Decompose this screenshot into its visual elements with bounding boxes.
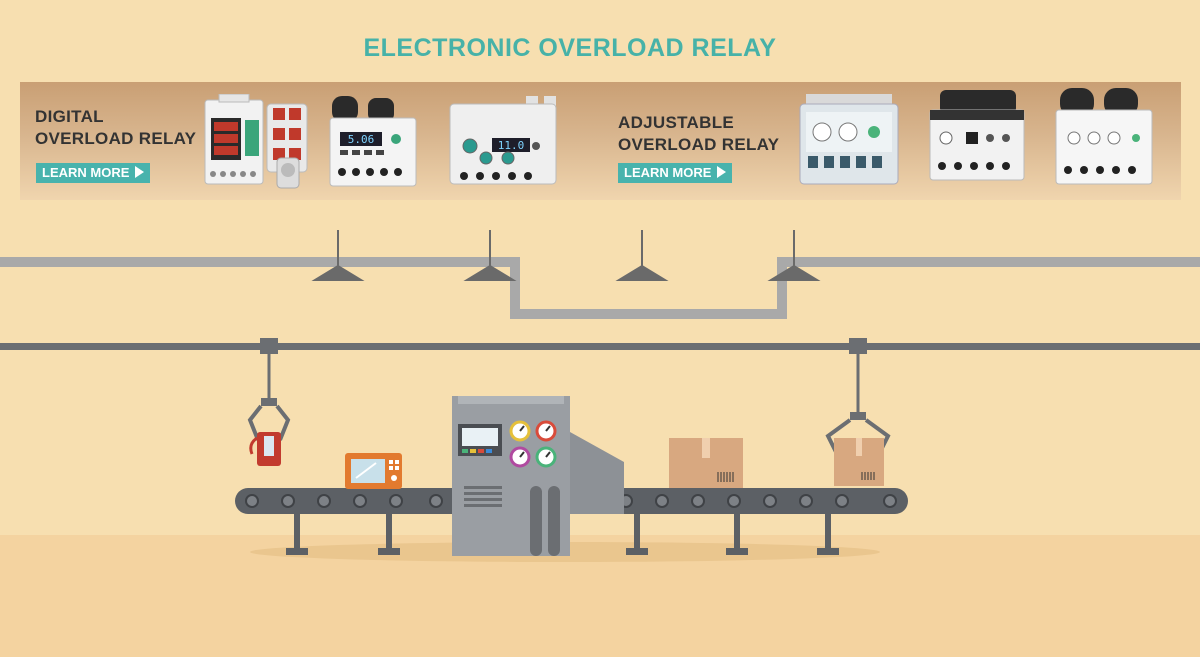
arrow-right-icon bbox=[717, 166, 727, 178]
adjustable-heading-line2: OVERLOAD RELAY bbox=[618, 135, 780, 154]
gauge-icon bbox=[509, 446, 531, 468]
gauge-icon bbox=[509, 420, 531, 442]
adjustable-learn-more-label: LEARN MORE bbox=[624, 165, 712, 180]
processing-machine bbox=[452, 396, 624, 556]
box-icon bbox=[834, 438, 884, 486]
gauge-icon bbox=[535, 420, 557, 442]
microwave-icon bbox=[345, 453, 402, 489]
claw-icon bbox=[247, 354, 291, 441]
adjustable-learn-more-button[interactable]: LEARN MORE bbox=[618, 163, 733, 183]
relay-adjustable-white[interactable] bbox=[1054, 88, 1158, 186]
overhead-rail bbox=[0, 343, 1200, 350]
ceiling-lamps bbox=[311, 230, 821, 281]
claw-icon bbox=[825, 354, 891, 453]
relay-digital-lcd[interactable]: 5.06 bbox=[328, 96, 420, 188]
page-title: ELECTRONIC OVERLOAD RELAY bbox=[363, 34, 777, 62]
adjustable-heading-line1: ADJUSTABLE bbox=[618, 113, 735, 132]
factory-conveyor-scene bbox=[0, 230, 1200, 562]
relay-digital-with-ct[interactable] bbox=[203, 94, 313, 194]
digital-heading-line2: OVERLOAD RELAY bbox=[35, 129, 197, 148]
adjustable-relay-heading[interactable]: ADJUSTABLE OVERLOAD RELAY bbox=[618, 112, 779, 156]
relay-digital-dial[interactable]: 11.0 bbox=[448, 96, 560, 186]
digital-learn-more-label: LEARN MORE bbox=[42, 165, 130, 180]
box-icon bbox=[669, 438, 743, 488]
gauge-icon bbox=[535, 446, 557, 468]
digital-heading-line1: DIGITAL bbox=[35, 107, 104, 126]
arrow-right-icon bbox=[135, 166, 145, 178]
relay-display-text: 11.0 bbox=[498, 139, 525, 152]
relay-adjustable-black[interactable] bbox=[926, 90, 1028, 182]
relay-adjustable-dials[interactable] bbox=[798, 94, 900, 186]
kettle-icon bbox=[249, 432, 281, 466]
digital-relay-heading[interactable]: DIGITAL OVERLOAD RELAY bbox=[35, 106, 196, 150]
overhead-pipe bbox=[0, 257, 1200, 319]
digital-learn-more-button[interactable]: LEARN MORE bbox=[36, 163, 151, 183]
relay-display-text: 5.06 bbox=[348, 133, 375, 146]
product-banner: DIGITAL OVERLOAD RELAY LEARN MORE ADJUST… bbox=[20, 82, 1181, 200]
